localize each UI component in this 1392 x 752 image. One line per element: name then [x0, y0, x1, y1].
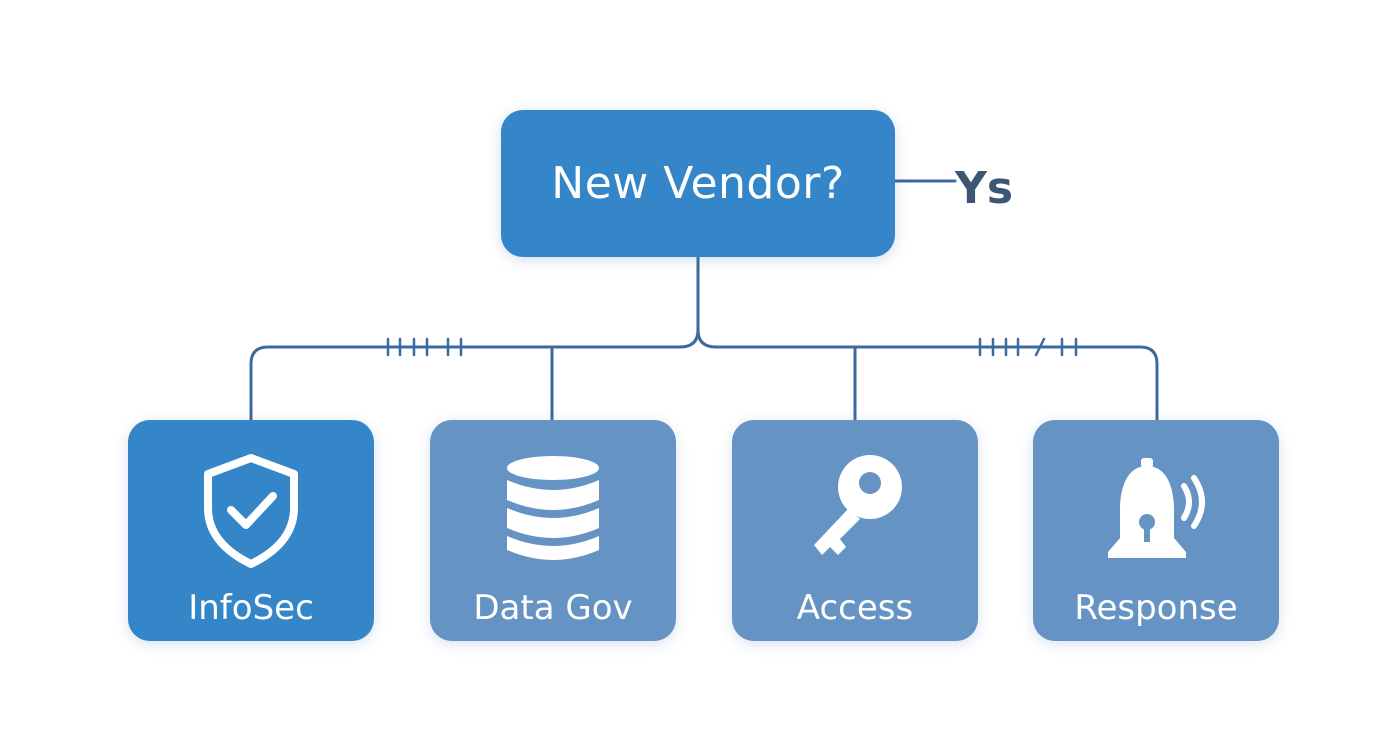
- database-icon: [493, 450, 613, 570]
- node-infosec[interactable]: InfoSec: [128, 420, 374, 641]
- decision-label: New Vendor?: [551, 158, 845, 209]
- node-label: Data Gov: [473, 588, 633, 628]
- decision-new-vendor[interactable]: New Vendor?: [501, 110, 895, 257]
- yes-branch-label: Ys: [955, 163, 1014, 214]
- node-response[interactable]: Response: [1033, 420, 1279, 641]
- node-label: Response: [1074, 588, 1238, 628]
- trunk-right-line: [696, 328, 1159, 422]
- trunk-line: [249, 255, 700, 422]
- shield-check-icon: [191, 450, 311, 570]
- node-label: Access: [796, 588, 914, 628]
- right-tick-marks: [978, 337, 1078, 357]
- left-tick-marks: [386, 337, 463, 357]
- key-icon: [795, 450, 915, 570]
- node-data-gov[interactable]: Data Gov: [430, 420, 676, 641]
- node-label: InfoSec: [188, 588, 314, 628]
- node-access[interactable]: Access: [732, 420, 978, 641]
- alarm-bell-icon: [1096, 450, 1216, 570]
